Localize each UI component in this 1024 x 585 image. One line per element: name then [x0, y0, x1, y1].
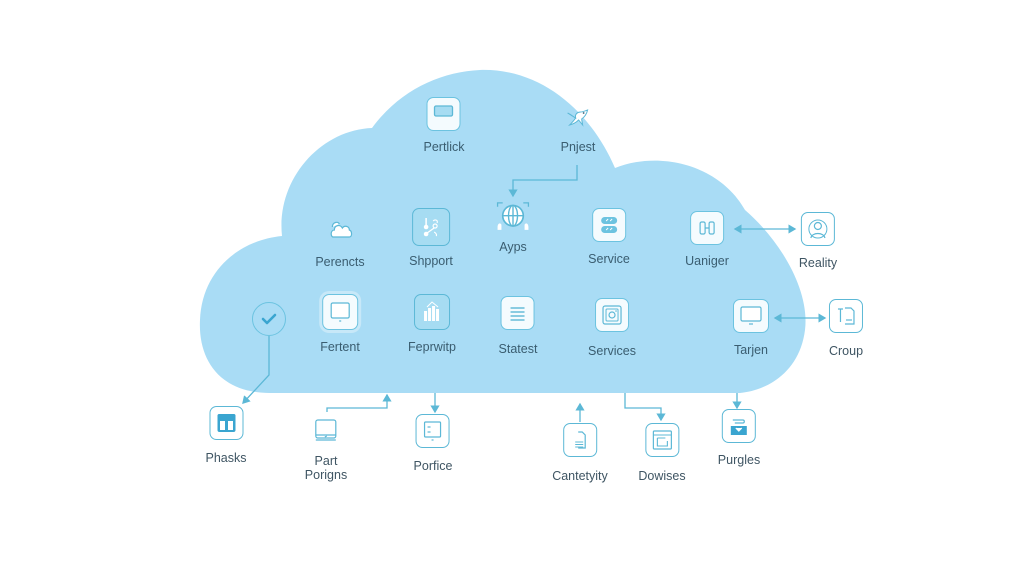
user-icon	[801, 212, 835, 246]
node-label-line2: Porigns	[304, 468, 348, 482]
node-shpport[interactable]: Shpport	[409, 208, 453, 268]
globe-icon	[493, 199, 533, 235]
node-label: Perencts	[315, 255, 365, 269]
node-perencts[interactable]: Perencts	[315, 211, 365, 269]
node-fertent[interactable]: Fertent	[320, 294, 360, 354]
node-label: Ayps	[499, 240, 527, 254]
bar-chart-icon	[414, 294, 450, 330]
document-icon	[828, 299, 863, 333]
node-pertlick[interactable]: Pertlick	[423, 97, 465, 154]
monitor-icon	[733, 299, 769, 333]
table-icon	[209, 406, 243, 440]
connector-dowises	[624, 393, 666, 422]
node-croup[interactable]: Croup	[829, 299, 863, 358]
node-pnjest[interactable]: Pnjest	[560, 101, 596, 154]
connector-icon	[690, 211, 724, 245]
node-label: Feprwitp	[408, 340, 456, 354]
node-ayps[interactable]: Ayps	[493, 199, 533, 254]
node-label: Fertent	[320, 340, 360, 354]
inbox-icon	[721, 409, 756, 443]
cloud-icon	[323, 211, 357, 245]
node-part-porigns[interactable]: Part Porigns	[305, 414, 347, 482]
node-label: Tarjen	[733, 343, 769, 357]
node-services[interactable]: Services	[588, 298, 636, 358]
link-icon	[592, 208, 626, 242]
node-check[interactable]	[252, 302, 286, 336]
node-label: Uaniger	[685, 254, 729, 268]
node-feprwitp[interactable]: Feprwitp	[408, 294, 456, 354]
node-label: Croup	[828, 344, 864, 358]
check-circle-icon	[252, 302, 286, 336]
screen-icon	[416, 414, 450, 448]
share-nodes-icon	[412, 208, 450, 246]
node-label: Services	[588, 344, 636, 358]
node-label: Porfice	[413, 459, 453, 473]
node-tarjen[interactable]: Tarjen	[733, 299, 769, 357]
node-label: Reality	[798, 256, 838, 270]
connector-ayps-pnjest	[508, 165, 578, 198]
node-service[interactable]: Service	[588, 208, 630, 266]
node-label: Pertlick	[423, 140, 465, 154]
node-statest[interactable]: Statest	[498, 296, 538, 356]
node-label: Phasks	[205, 451, 247, 465]
file-icon	[563, 423, 597, 457]
node-label: Cantetyity	[552, 469, 608, 483]
node-label: Purgles	[717, 453, 761, 467]
node-porfice[interactable]: Porfice	[413, 414, 453, 473]
connector-phasks-check	[242, 336, 270, 404]
bird-icon	[561, 101, 595, 135]
node-uaniger[interactable]: Uaniger	[685, 211, 729, 268]
node-label: Statest	[498, 342, 538, 356]
node-cantetyity[interactable]: Cantetyity	[552, 423, 608, 483]
node-reality[interactable]: Reality	[799, 212, 837, 270]
node-phasks[interactable]: Phasks	[206, 406, 247, 465]
tablet-icon	[321, 294, 358, 330]
desktop-icon	[309, 414, 343, 448]
node-label: Shpport	[409, 254, 453, 268]
frame-icon	[645, 423, 679, 457]
node-label: Dowises	[638, 469, 686, 483]
list-icon	[500, 296, 535, 330]
node-purgles[interactable]: Purgles	[718, 409, 760, 467]
camera-icon	[595, 298, 629, 332]
node-label: Service	[588, 252, 630, 266]
node-label-line1: Part	[314, 454, 338, 468]
window-icon	[426, 97, 461, 131]
connector-part-porigns	[326, 393, 392, 412]
node-label: Pnjest	[560, 140, 596, 154]
node-dowises[interactable]: Dowises	[638, 423, 686, 483]
